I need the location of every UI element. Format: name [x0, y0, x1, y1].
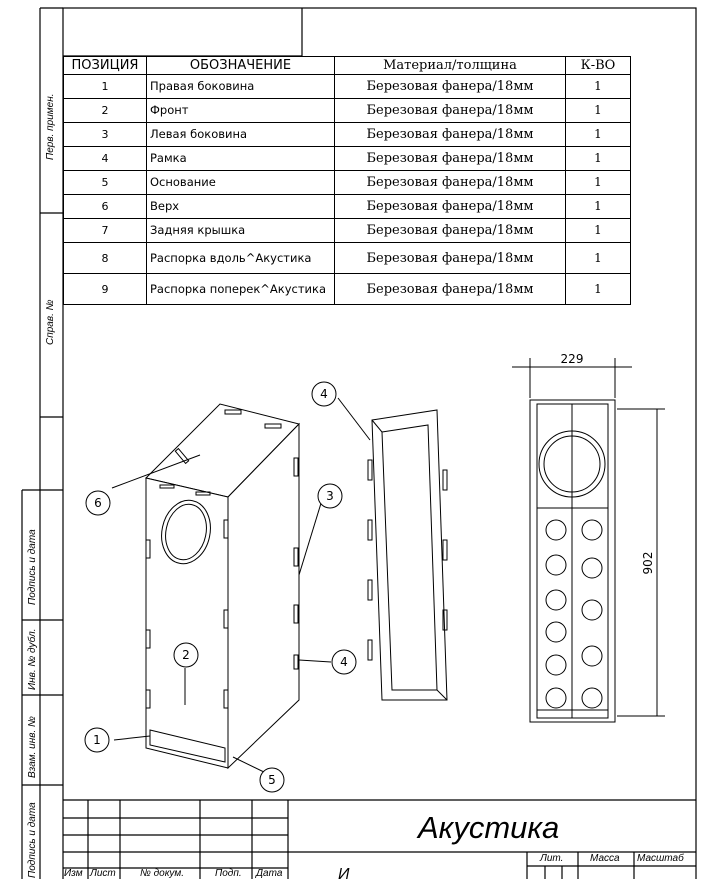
balloon-1	[84, 727, 110, 753]
balloon-4-frame	[311, 381, 337, 407]
cell-qty: 1	[565, 146, 631, 171]
balloon-4-side	[331, 649, 357, 675]
tb-header-change: Изм	[64, 868, 83, 879]
cell-name: Основание	[146, 170, 335, 195]
cell-material: Березовая фанера/18мм	[334, 273, 566, 305]
tb-partial-name: И	[338, 866, 350, 883]
drawing-title: Акустика	[418, 810, 560, 845]
specification-table: ПОЗИЦИЯ ОБОЗНАЧЕНИЕ Материал/толщина К-В…	[63, 56, 631, 305]
tb-header-date: Дата	[256, 868, 283, 879]
cell-material: Березовая фанера/18мм	[334, 74, 566, 99]
balloon-label-6: 6	[94, 496, 102, 510]
cell-pos: 4	[63, 146, 147, 171]
balloon-6	[85, 490, 111, 516]
cell-material: Березовая фанера/18мм	[334, 146, 566, 171]
speaker-hole	[161, 499, 211, 565]
cell-pos: 3	[63, 122, 147, 147]
front-view-outline	[529, 399, 616, 723]
balloon-label-4-frame: 4	[320, 387, 328, 401]
balloon-5	[259, 767, 285, 793]
dimension-width: 229	[561, 352, 584, 366]
balloon-3	[317, 483, 343, 509]
cell-material: Березовая фанера/18мм	[334, 242, 566, 274]
tb-scale: Масштаб	[637, 853, 684, 864]
cell-material: Березовая фанера/18мм	[334, 194, 566, 219]
cell-qty: 1	[565, 122, 631, 147]
balloon-2	[173, 642, 199, 668]
tb-lit: Лит.	[540, 853, 564, 864]
header-quantity: К-ВО	[565, 56, 631, 75]
balloon-label-2: 2	[182, 648, 190, 662]
tb-header-signature: Подп.	[215, 868, 242, 879]
balloon-label-5: 5	[268, 773, 276, 787]
cell-name: Распорка поперек^Акустика	[146, 273, 335, 305]
table-header-row: ПОЗИЦИЯ ОБОЗНАЧЕНИЕ Материал/толщина К-В…	[63, 56, 631, 75]
balloon-label-1: 1	[93, 733, 101, 747]
tb-mass: Масса	[590, 853, 620, 864]
cell-name: Распорка вдоль^Акустика	[146, 242, 335, 274]
cell-pos: 2	[63, 98, 147, 123]
tb-header-sheet: Лист	[90, 868, 116, 879]
dimension-height: 902	[641, 552, 655, 575]
balloon-label-3: 3	[326, 489, 334, 503]
cell-material: Березовая фанера/18мм	[334, 98, 566, 123]
cabinet-front-panel	[145, 477, 229, 769]
cell-pos: 9	[63, 273, 147, 305]
cell-name: Верх	[146, 194, 335, 219]
tb-header-doc-no: № докум.	[140, 868, 185, 879]
cell-qty: 1	[565, 273, 631, 305]
cabinet-side-panel	[227, 422, 300, 770]
cell-qty: 1	[565, 98, 631, 123]
balloon-label-4-side: 4	[340, 655, 348, 669]
cell-name: Фронт	[146, 98, 335, 123]
cell-material: Березовая фанера/18мм	[334, 122, 566, 147]
